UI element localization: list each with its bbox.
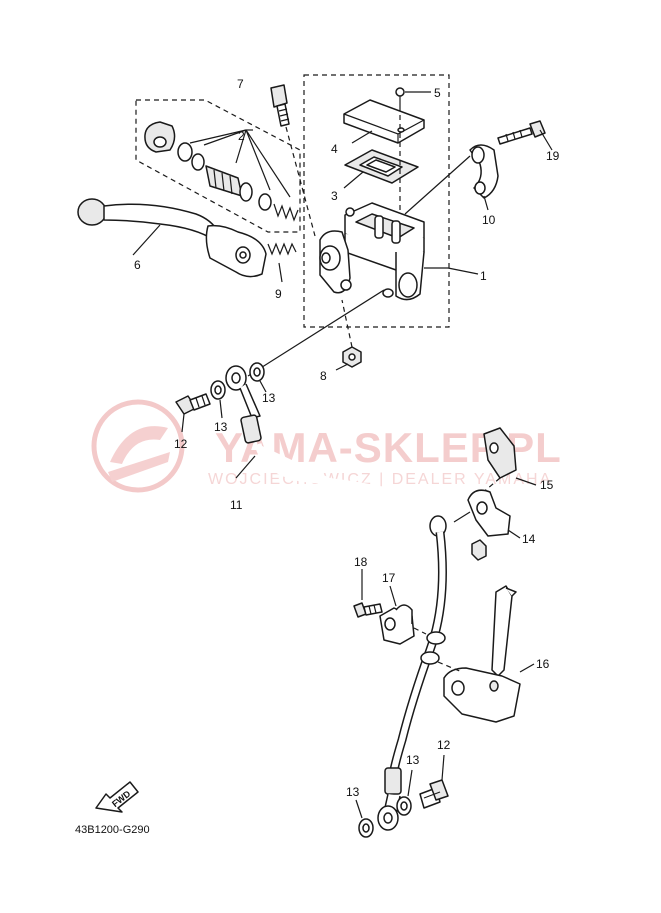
callout-13-lower-right: 13 bbox=[406, 753, 420, 767]
callout-15: 15 bbox=[540, 478, 554, 492]
master-cylinder-group-box bbox=[303, 74, 450, 328]
callout-11: 11 bbox=[230, 498, 243, 512]
watermark-logo bbox=[91, 399, 185, 493]
part-19-bolt bbox=[497, 120, 546, 145]
part-13-washer-upper-right bbox=[249, 362, 265, 382]
diagram-code: 43B1200-G290 bbox=[75, 824, 150, 836]
part-4-reservoir-cap bbox=[343, 99, 425, 144]
part-7-pivot-bolt bbox=[270, 84, 290, 127]
callout-13-upper-left: 13 bbox=[214, 420, 228, 434]
callout-3: 3 bbox=[331, 189, 338, 203]
part-6-brake-lever bbox=[77, 198, 267, 278]
part-10-clamp bbox=[469, 144, 499, 199]
callout-18: 18 bbox=[354, 555, 368, 569]
callout-7: 7 bbox=[237, 77, 244, 91]
callout-12-lower: 12 bbox=[437, 738, 451, 752]
part-13-washer-upper-left bbox=[210, 380, 226, 400]
callout-8: 8 bbox=[320, 369, 327, 383]
part-18-bolt bbox=[353, 602, 383, 618]
fwd-arrow-icon: FWD bbox=[95, 781, 139, 813]
part-3-diaphragm bbox=[344, 149, 419, 184]
part-11-brake-hose bbox=[225, 365, 447, 831]
callout-labels: 1 2 3 4 5 6 7 8 9 10 11 12 12 13 13 13 1… bbox=[134, 77, 560, 799]
part-15-hose-guide bbox=[483, 427, 517, 479]
part-16-stay-bracket bbox=[443, 585, 521, 723]
callout-2: 2 bbox=[238, 129, 245, 143]
callout-14: 14 bbox=[522, 532, 536, 546]
part-12-union-bolt-upper bbox=[175, 393, 211, 415]
callout-12-upper: 12 bbox=[174, 437, 188, 451]
callout-10: 10 bbox=[482, 213, 496, 227]
callout-13-lower-left: 13 bbox=[346, 785, 360, 799]
callout-4: 4 bbox=[331, 142, 338, 156]
callout-17: 17 bbox=[382, 571, 396, 585]
part-1-master-cylinder bbox=[319, 202, 425, 301]
callout-6: 6 bbox=[134, 258, 141, 272]
callout-16: 16 bbox=[536, 657, 550, 671]
callout-5: 5 bbox=[434, 86, 441, 100]
part-9-spring bbox=[267, 242, 297, 256]
part-13-washer-lower-right bbox=[396, 796, 412, 816]
callout-13-upper-right: 13 bbox=[262, 391, 276, 405]
part-8-nut bbox=[342, 346, 362, 368]
part-13-washer-lower-left bbox=[358, 818, 374, 838]
part-12-union-bolt-lower bbox=[419, 779, 449, 809]
callout-1: 1 bbox=[480, 269, 487, 283]
part-17-hose-clamp bbox=[379, 604, 415, 645]
part-14-hose-guide-bracket bbox=[467, 489, 511, 561]
callout-9: 9 bbox=[275, 287, 282, 301]
part-2-piston-kit bbox=[144, 121, 299, 222]
callout-19: 19 bbox=[546, 149, 560, 163]
part-5-screw bbox=[395, 87, 405, 106]
